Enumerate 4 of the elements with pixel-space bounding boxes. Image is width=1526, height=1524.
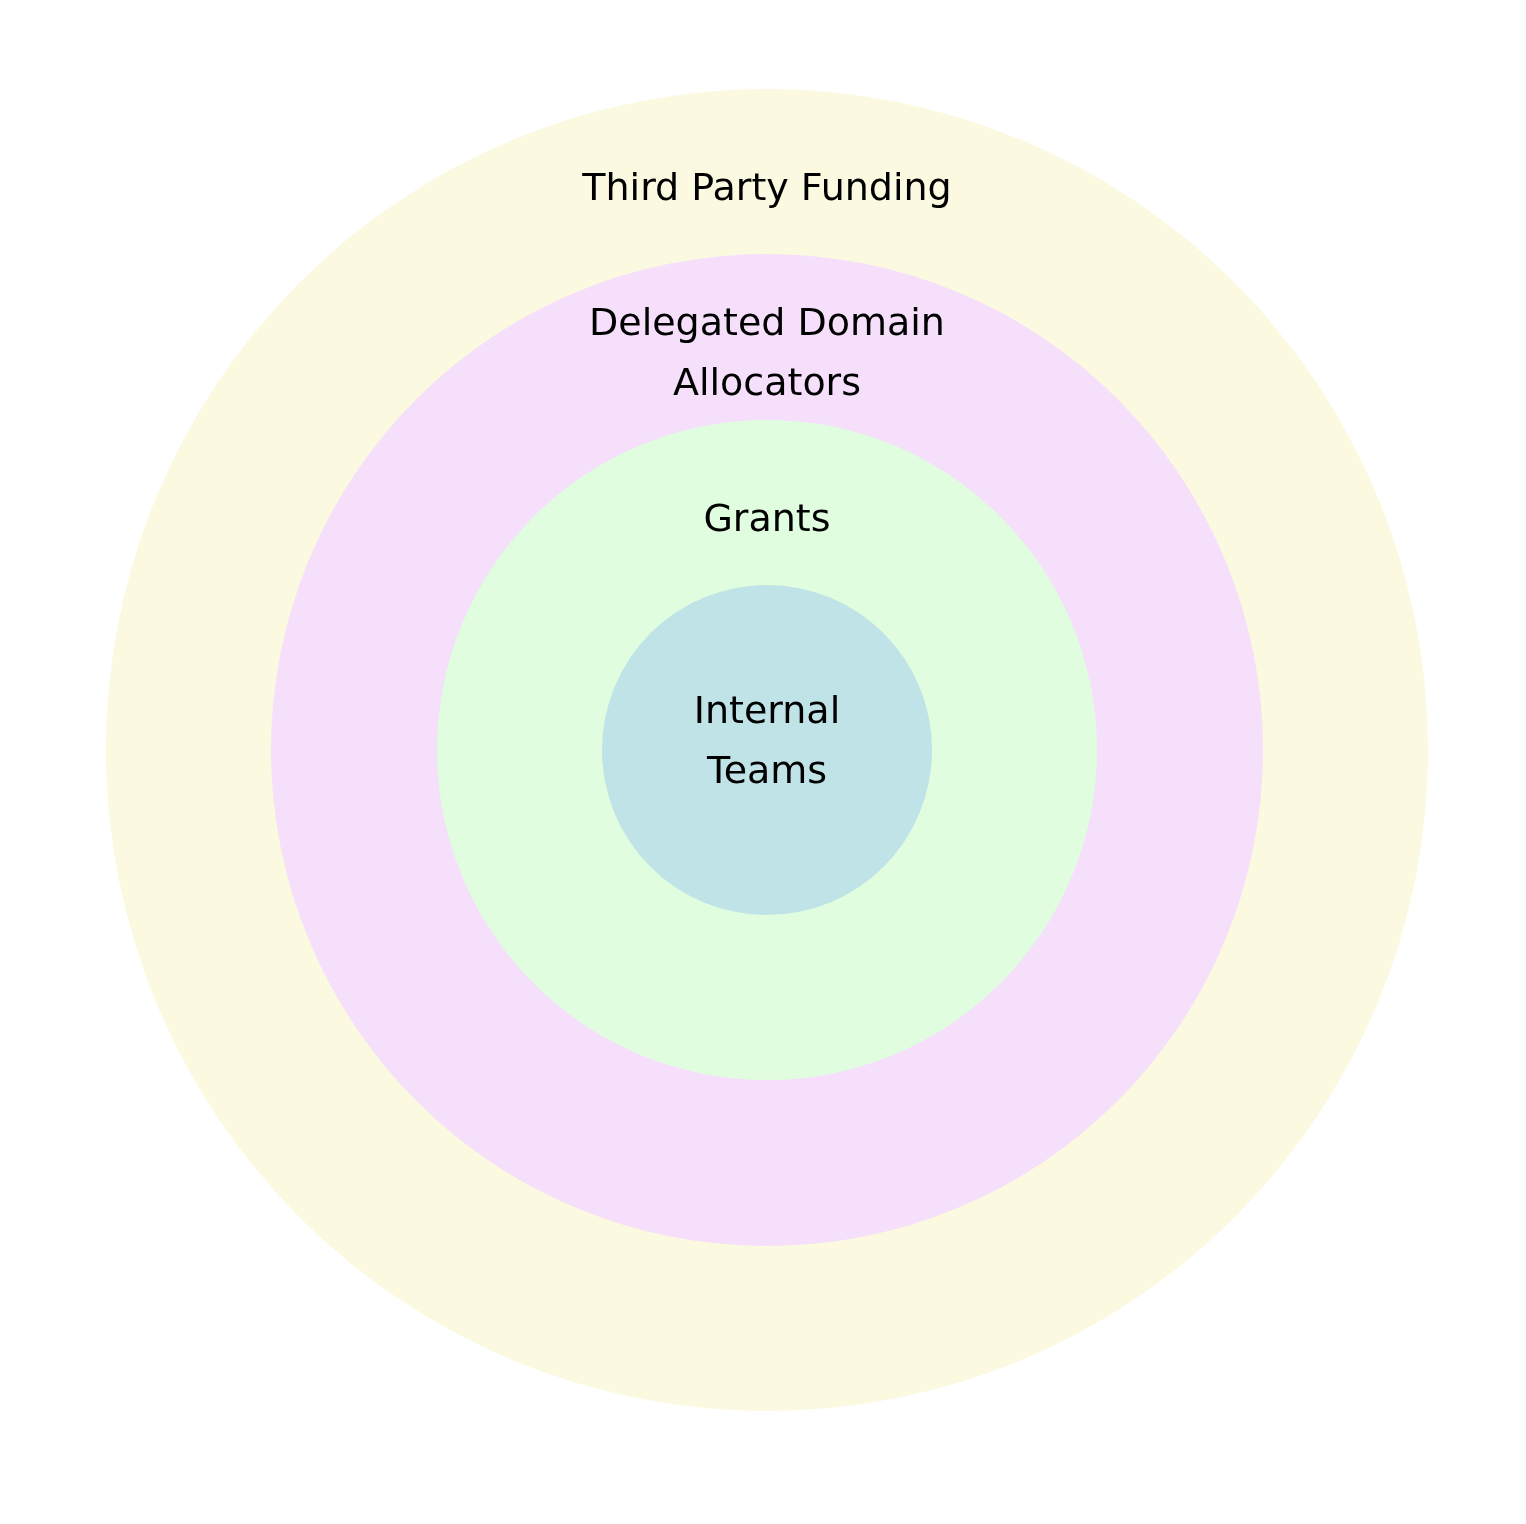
zone-label: Third Party Funding: [581, 164, 953, 211]
zone-label: Delegated Domain Allocators: [588, 299, 946, 406]
zone-label: Grants: [702, 495, 832, 542]
zone-label: Internal Teams: [692, 687, 842, 794]
